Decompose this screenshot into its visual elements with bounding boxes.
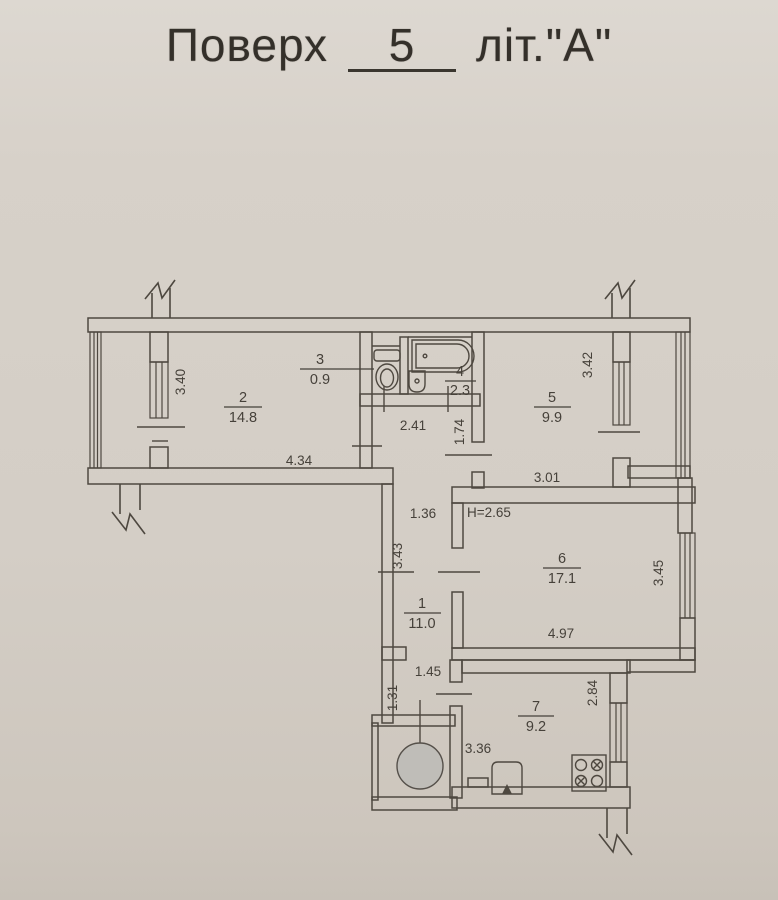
title-floor-word: Поверх (165, 19, 329, 71)
room-7-area: 9.2 (526, 719, 546, 735)
wall-notch (467, 777, 489, 788)
garbage-chute-icon (396, 742, 444, 790)
dim-4-34: 4.34 (286, 453, 313, 468)
room5-window (612, 361, 631, 426)
break-symbols (111, 279, 636, 856)
room-5-number: 5 (548, 390, 556, 406)
dim-4-97: 4.97 (548, 626, 574, 641)
washbasin-icon (408, 370, 426, 393)
dim-3-40: 3.40 (173, 369, 188, 395)
toilet-icon (373, 349, 401, 391)
wall-pilaster (381, 646, 407, 661)
dimension-labels: 3.40 4.34 2.41 1.74 3.01 3.42 1.36 Н=2.6… (173, 352, 666, 756)
room-3-area: 0.9 (310, 372, 330, 388)
room-6-number: 6 (558, 551, 566, 567)
room-4-area: 2.3 (450, 383, 470, 399)
break-symbol-bottom-right (598, 808, 633, 856)
balcony-right-glazing (675, 331, 691, 479)
room-5-label: 5 9.9 (534, 390, 571, 426)
room-1-number: 1 (418, 596, 426, 612)
room-7-label: 7 9.2 (518, 699, 554, 735)
room-labels: 1 11.0 2 14.8 3 0.9 4 2.3 5 (224, 352, 581, 735)
page-title: Поверх 5 літ."А" (0, 18, 778, 72)
dim-1-31: 1.31 (385, 685, 400, 711)
kitchen-window (609, 702, 628, 763)
room-3-number: 3 (316, 352, 324, 368)
room-1-label: 1 11.0 (404, 596, 441, 632)
break-symbol-top-right (604, 279, 636, 318)
dim-3-42: 3.42 (580, 352, 595, 378)
dim-3-01: 3.01 (534, 470, 560, 485)
break-symbol-top-left (144, 279, 176, 318)
fixtures (373, 339, 607, 795)
dim-3-45: 3.45 (651, 560, 666, 586)
room-5-area: 9.9 (542, 410, 562, 426)
room-6-area: 17.1 (548, 571, 576, 587)
room6-window (679, 532, 696, 619)
room-4-label: 4 2.3 (445, 364, 476, 399)
dim-1-36: 1.36 (410, 506, 436, 521)
dim-2-41: 2.41 (400, 418, 426, 433)
title-liter: літ."А" (476, 19, 613, 71)
room-2-area: 14.8 (229, 410, 257, 426)
dim-1-74: 1.74 (452, 418, 467, 445)
door-ticks (137, 386, 640, 744)
dim-3-43: 3.43 (390, 543, 405, 569)
stove-icon (571, 754, 607, 792)
room-4-number: 4 (456, 364, 464, 380)
room-3-label: 3 0.9 (300, 352, 374, 388)
ceiling-height-note: Н=2.65 (467, 505, 511, 520)
room-7-number: 7 (532, 699, 540, 715)
dim-1-45: 1.45 (415, 664, 441, 679)
dim-3-36: 3.36 (465, 741, 491, 756)
room-1-area: 11.0 (408, 616, 435, 632)
room-2-label: 2 14.8 (224, 390, 262, 426)
bathtub-icon (411, 339, 475, 373)
windows (89, 331, 696, 763)
balcony-left-glazing (89, 331, 102, 469)
break-symbol-left (111, 484, 146, 535)
room2-window (149, 361, 169, 419)
room-6-label: 6 17.1 (543, 551, 581, 587)
dim-2-84: 2.84 (585, 679, 600, 706)
title-floor-number: 5 (348, 20, 457, 72)
room-2-number: 2 (239, 390, 247, 406)
kitchen-sink-icon (491, 761, 523, 795)
